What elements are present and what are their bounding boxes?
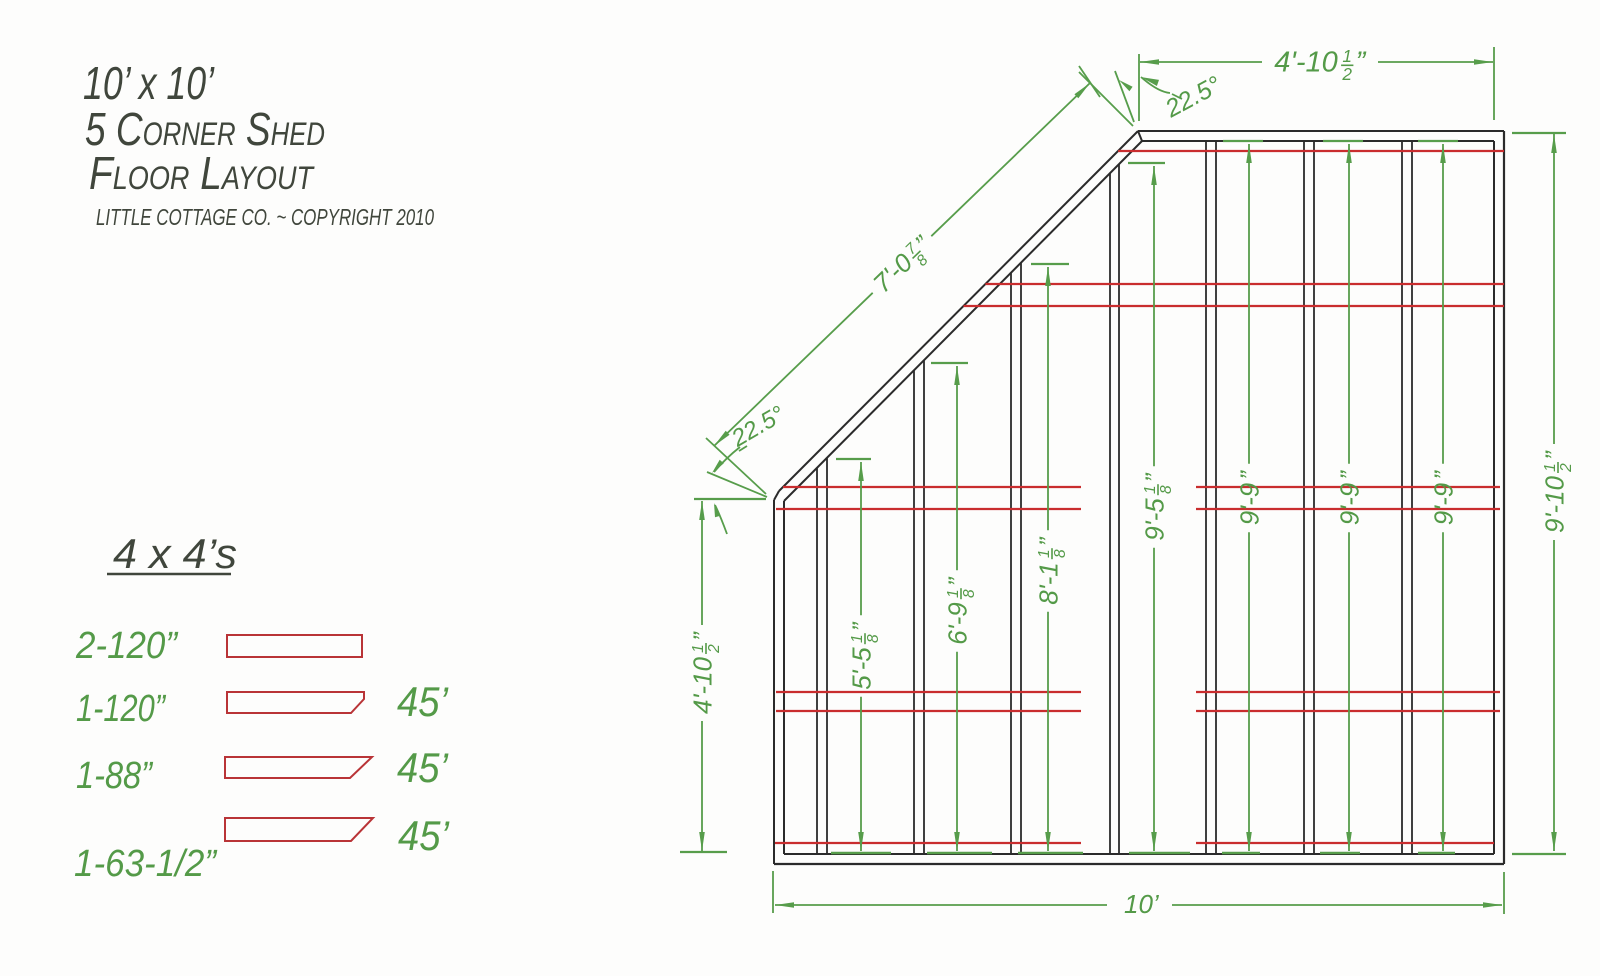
svg-text:1-120”: 1-120” <box>76 688 167 730</box>
svg-text:”: ” <box>1034 536 1064 546</box>
svg-text:8'-1: 8'-1 <box>1034 562 1064 605</box>
svg-text:1: 1 <box>690 644 707 653</box>
svg-text:1: 1 <box>849 634 866 643</box>
svg-text:1: 1 <box>1342 46 1352 66</box>
svg-text:”: ” <box>1335 470 1365 480</box>
svg-text:2: 2 <box>706 644 723 654</box>
svg-text:”: ” <box>1356 47 1367 79</box>
svg-text:”: ” <box>688 631 718 641</box>
svg-text:9'-9: 9'-9 <box>1335 483 1365 526</box>
svg-text:6'-9: 6'-9 <box>943 602 973 645</box>
svg-text:1: 1 <box>1142 485 1159 494</box>
svg-text:5'-5: 5'-5 <box>847 647 877 690</box>
svg-text:45’: 45’ <box>397 744 449 791</box>
svg-text:10’: 10’ <box>1124 889 1160 919</box>
svg-text:4'-10: 4'-10 <box>688 656 718 714</box>
svg-text:5 Corner Shed: 5 Corner Shed <box>85 103 325 155</box>
svg-text:4'-10: 4'-10 <box>1274 47 1338 79</box>
svg-text:45’: 45’ <box>397 678 449 725</box>
svg-text:”: ” <box>847 621 877 631</box>
svg-text:22.5°: 22.5° <box>1160 71 1226 124</box>
svg-text:1: 1 <box>1036 549 1053 558</box>
svg-text:45’: 45’ <box>398 812 450 859</box>
svg-text:10’ x 10’: 10’ x 10’ <box>83 57 215 109</box>
svg-text:2: 2 <box>1558 463 1575 473</box>
svg-text:”: ” <box>1235 470 1265 480</box>
svg-text:”: ” <box>1140 472 1170 482</box>
svg-text:1-88”: 1-88” <box>76 755 154 797</box>
svg-text:22.5°: 22.5° <box>726 401 789 453</box>
svg-text:9'-10: 9'-10 <box>1540 475 1570 533</box>
svg-text:2-120”: 2-120” <box>75 625 179 667</box>
svg-text:1-63-1/2”: 1-63-1/2” <box>74 843 218 885</box>
svg-text:8: 8 <box>1158 485 1175 494</box>
svg-text:”: ” <box>943 576 973 586</box>
svg-text:9'-5: 9'-5 <box>1140 498 1170 541</box>
svg-text:9'-9: 9'-9 <box>1429 483 1459 526</box>
svg-text:8: 8 <box>865 634 882 643</box>
svg-text:”: ” <box>1540 450 1570 460</box>
svg-text:8: 8 <box>1052 549 1069 558</box>
svg-text:Floor Layout: Floor Layout <box>89 147 315 199</box>
svg-text:1: 1 <box>1542 463 1559 472</box>
svg-text:”: ” <box>1429 470 1459 480</box>
svg-text:4 x 4’s: 4 x 4’s <box>113 530 237 577</box>
svg-text:1: 1 <box>945 589 962 598</box>
svg-text:2: 2 <box>1341 64 1352 84</box>
svg-text:8: 8 <box>961 589 978 598</box>
svg-text:9'-9: 9'-9 <box>1235 483 1265 526</box>
svg-text:LITTLE COTTAGE CO. ~ COPYRIGHT: LITTLE COTTAGE CO. ~ COPYRIGHT 2010 <box>96 204 434 230</box>
